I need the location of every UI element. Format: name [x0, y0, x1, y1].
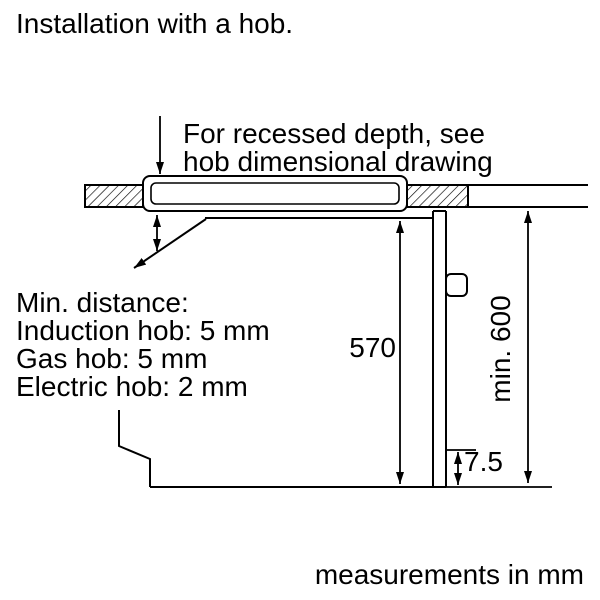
min-distance-gas: Gas hob: 5 mm — [16, 343, 207, 374]
cabinet-bottom-break-line — [118, 410, 151, 487]
min-distance-electric: Electric hob: 2 mm — [16, 371, 248, 402]
worktop-left-hatch — [84, 184, 144, 208]
oven-knob — [445, 273, 468, 297]
dim-7-5-label: 7.5 — [464, 446, 503, 477]
annotation-line-2: hob dimensional drawing — [183, 146, 493, 177]
annotation-line-1: For recessed depth, see — [183, 118, 485, 149]
worktop-right-extension-lines — [468, 184, 588, 208]
min-distance-induction: Induction hob: 5 mm — [16, 315, 270, 346]
cabinet-break-diagonal-arrow — [133, 218, 207, 269]
dim-min600-label: min. 600 — [485, 295, 516, 402]
worktop-right-hatch — [406, 184, 469, 208]
oven-front-panel — [432, 210, 447, 487]
hob-inner-tub — [150, 182, 400, 205]
measurements-note: measurements in mm — [315, 559, 584, 590]
hob-outer-profile — [142, 175, 408, 212]
page-title: Installation with a hob. — [16, 8, 293, 39]
min-distance-heading: Min. distance: — [16, 287, 189, 318]
dim-570-label: 570 — [349, 332, 396, 363]
